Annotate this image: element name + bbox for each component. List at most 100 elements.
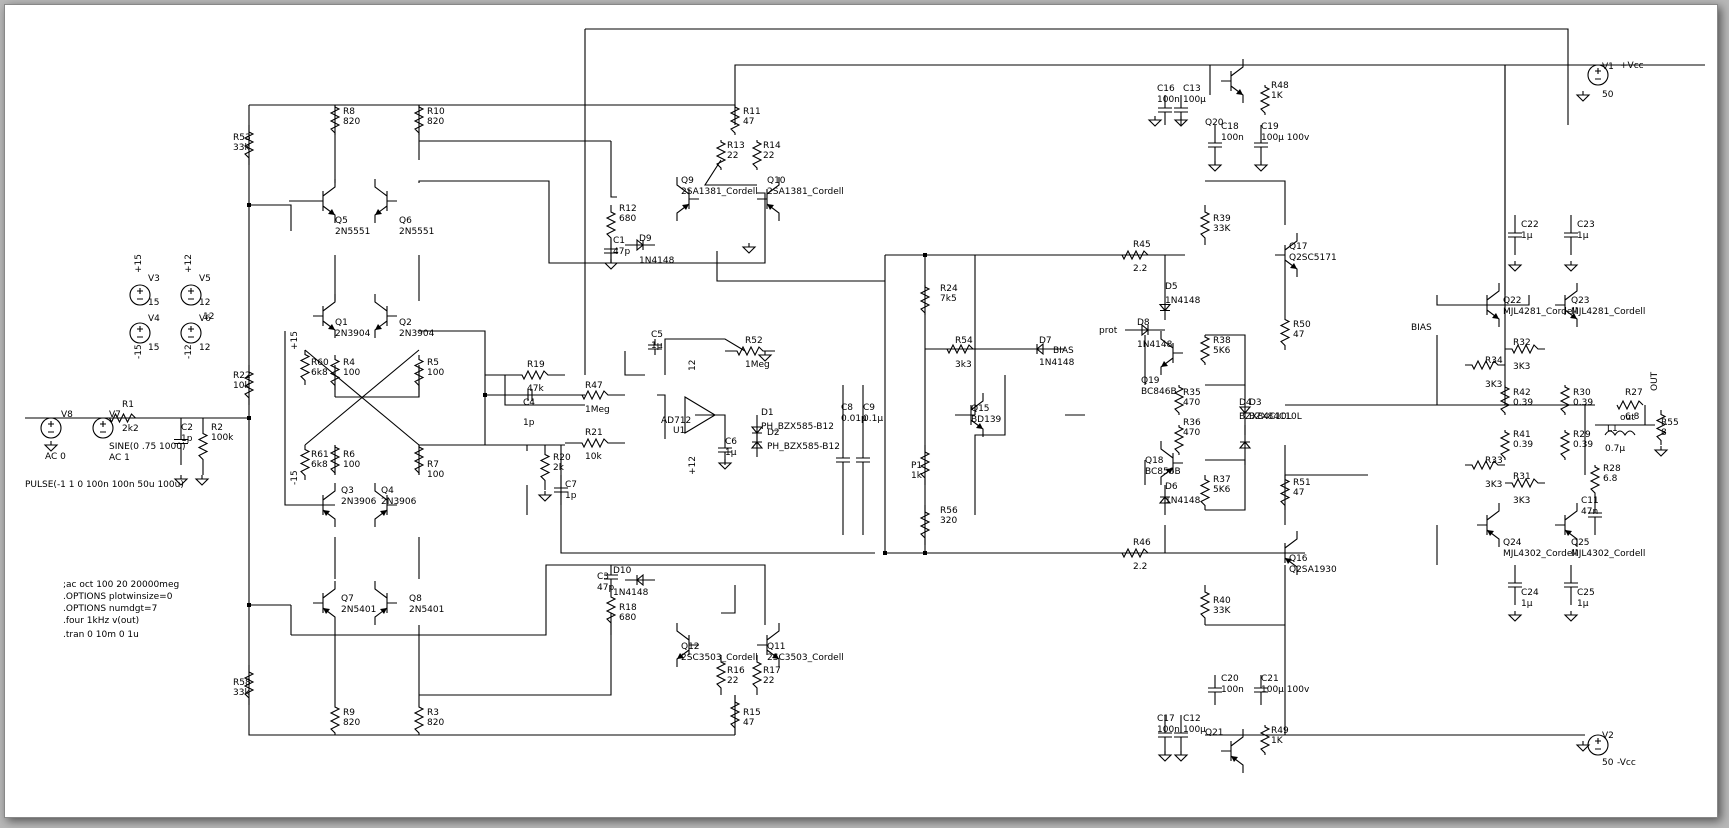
capacitor-c9[interactable]: C90.1µ [856,385,883,535]
transistor-q20[interactable]: Q20 [1205,59,1244,128]
